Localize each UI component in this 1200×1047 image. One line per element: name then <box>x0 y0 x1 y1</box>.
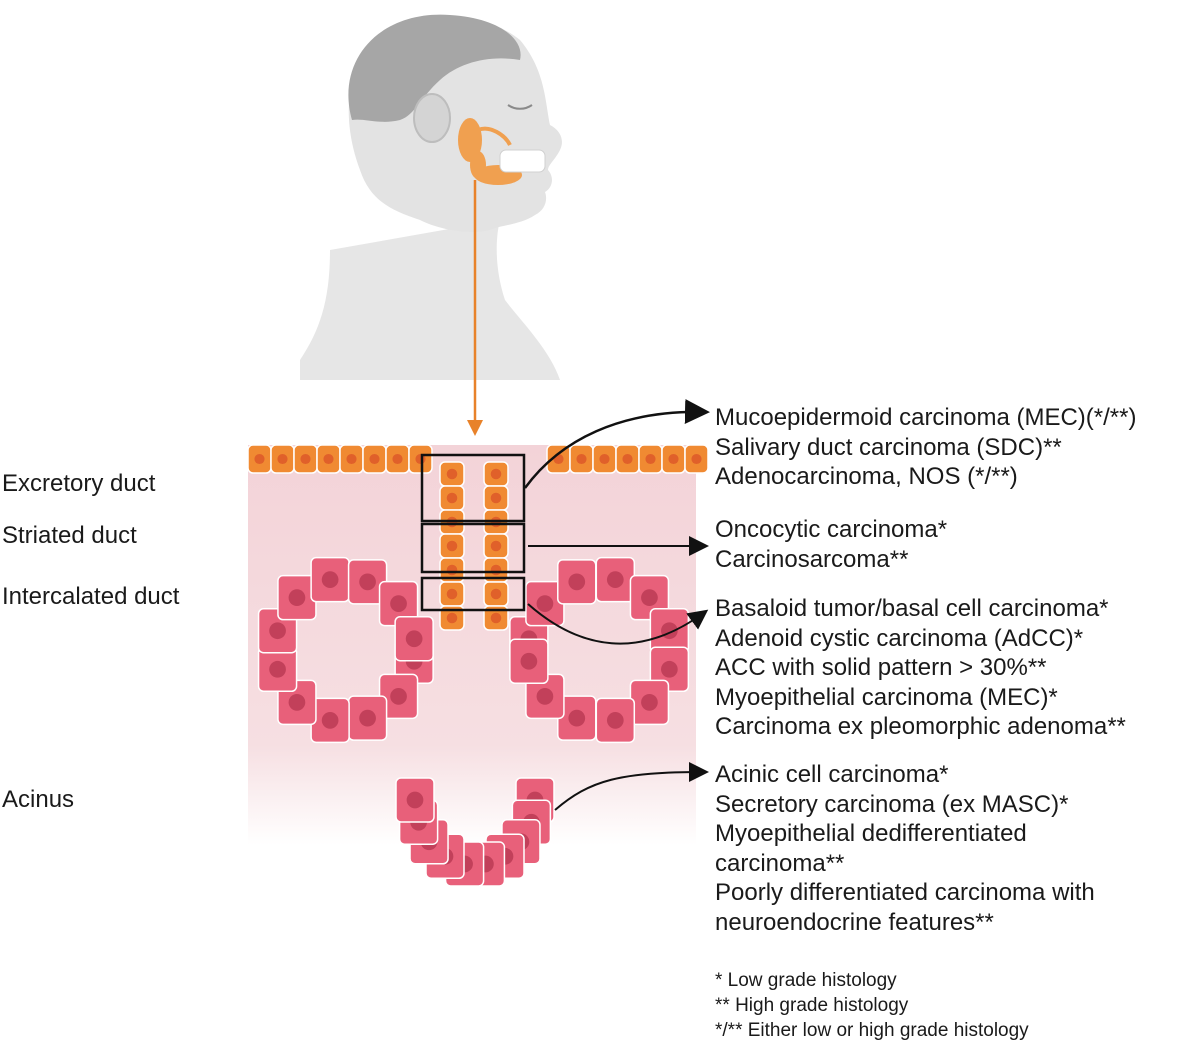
duct-cell <box>339 444 364 474</box>
duct-cell <box>684 444 709 474</box>
duct-cell <box>270 444 295 474</box>
duct-cell <box>638 444 663 474</box>
tissue-background <box>248 445 696 845</box>
duct-cell <box>408 444 433 474</box>
label-intercalated-duct: Intercalated duct <box>2 583 180 610</box>
intercalated-duct-box <box>420 576 526 612</box>
hair <box>348 14 521 122</box>
list-item: Secretory carcinoma (ex MASC)* <box>715 790 1069 818</box>
excretory-arrow <box>523 399 710 489</box>
duct-cell <box>592 444 617 474</box>
list-item: Myoepithelial dedifferentiated <box>715 820 1027 847</box>
head-illustration <box>300 14 562 380</box>
label-striated-duct: Striated duct <box>2 522 137 549</box>
list-item: Adenocarcinoma, NOS (*/**) <box>715 463 1018 490</box>
excretory-tumor-list: Mucoepidermoid carcinoma (MEC)(*/**) Sal… <box>715 403 1136 492</box>
acinar-cell <box>347 695 388 741</box>
list-item: Carcinoma ex pleomorphic adenoma** <box>715 713 1126 740</box>
grade-legend: * Low grade histology ** High grade hist… <box>715 968 1029 1043</box>
duct-cell <box>247 444 272 474</box>
list-item: Mucoepidermoid carcinoma (MEC)(*/**) <box>715 404 1137 431</box>
duct-cell <box>546 444 571 474</box>
acinar-cell <box>509 638 549 685</box>
duct-cell <box>385 444 410 474</box>
list-item: Adenoid cystic carcinoma (AdCC)* <box>715 624 1084 652</box>
acinar-cell <box>395 777 435 823</box>
duct-tube-cell <box>483 605 509 631</box>
duct-cell <box>362 444 387 474</box>
acinar-cell <box>310 697 350 744</box>
list-item: Salivary duct carcinoma (SDC)** <box>715 433 1062 461</box>
acinar-cell <box>378 580 419 627</box>
list-item: ACC with solid pattern > 30%** <box>715 654 1047 681</box>
intercalated-tumor-list: Basaloid tumor/basal cell carcinoma* Ade… <box>715 594 1126 742</box>
list-item: Basaloid tumor/basal cell carcinoma* <box>715 595 1109 622</box>
acinar-cell <box>557 559 597 605</box>
legend-low-grade: * Low grade histology <box>715 970 897 991</box>
acinar-cell <box>277 574 317 621</box>
legend-high-grade: ** High grade histology <box>715 995 909 1016</box>
acinus-arrow <box>554 762 709 811</box>
list-item: Acinic cell carcinoma* <box>715 761 949 788</box>
acinar-cell <box>595 556 636 603</box>
striated-duct-box <box>420 522 526 574</box>
duct-tube-cell <box>439 461 465 487</box>
acinar-cell <box>310 556 350 603</box>
label-acinus: Acinus <box>2 786 75 813</box>
acinar-cell <box>595 697 636 744</box>
acinar-cell <box>649 607 690 654</box>
acinar-cell <box>557 695 597 741</box>
neck-shoulder <box>300 220 560 380</box>
list-item: Myoepithelial carcinoma (MEC)* <box>715 683 1058 711</box>
acinar-cell <box>525 580 565 627</box>
list-item: Oncocytic carcinoma* <box>715 516 948 543</box>
acinar-cell <box>257 646 298 693</box>
duct-tube-cell <box>483 581 509 607</box>
acinar-cells <box>257 556 690 887</box>
list-item: Carcinosarcoma** <box>715 545 909 573</box>
duct-cell <box>615 444 640 474</box>
intercalated-arrow <box>527 603 709 645</box>
acinar-cell <box>525 673 565 720</box>
list-item: Poorly differentiated carcinoma with <box>715 879 1095 906</box>
duct-tube-cell <box>483 485 509 511</box>
striated-tumor-list: Oncocytic carcinoma* Carcinosarcoma** <box>715 515 947 574</box>
ear <box>413 93 451 143</box>
duct-tube-cell <box>439 605 465 631</box>
duct-cell <box>569 444 594 474</box>
duct-tube-cell <box>439 485 465 511</box>
acinar-cell <box>394 615 434 662</box>
duct-tube-cell <box>439 533 465 559</box>
duct-tube-cell <box>439 581 465 607</box>
duct-cell <box>316 444 341 474</box>
list-item: neuroendocrine features** <box>715 908 994 936</box>
duct-cell <box>661 444 686 474</box>
label-excretory-duct: Excretory duct <box>2 470 156 497</box>
duct-tube-cell <box>483 461 509 487</box>
legend-either-grade: */** Either low or high grade histology <box>715 1020 1029 1041</box>
acinus-tumor-list: Acinic cell carcinoma* Secretory carcino… <box>715 760 1095 937</box>
duct-cell <box>293 444 318 474</box>
excretory-duct-epithelium <box>247 444 709 474</box>
duct-tube-cell <box>483 533 509 559</box>
salivary-glands <box>458 118 546 185</box>
acinar-cell <box>629 679 670 726</box>
excretory-duct-box <box>420 453 526 523</box>
eye <box>507 104 533 110</box>
list-item: carcinoma** <box>715 849 845 877</box>
